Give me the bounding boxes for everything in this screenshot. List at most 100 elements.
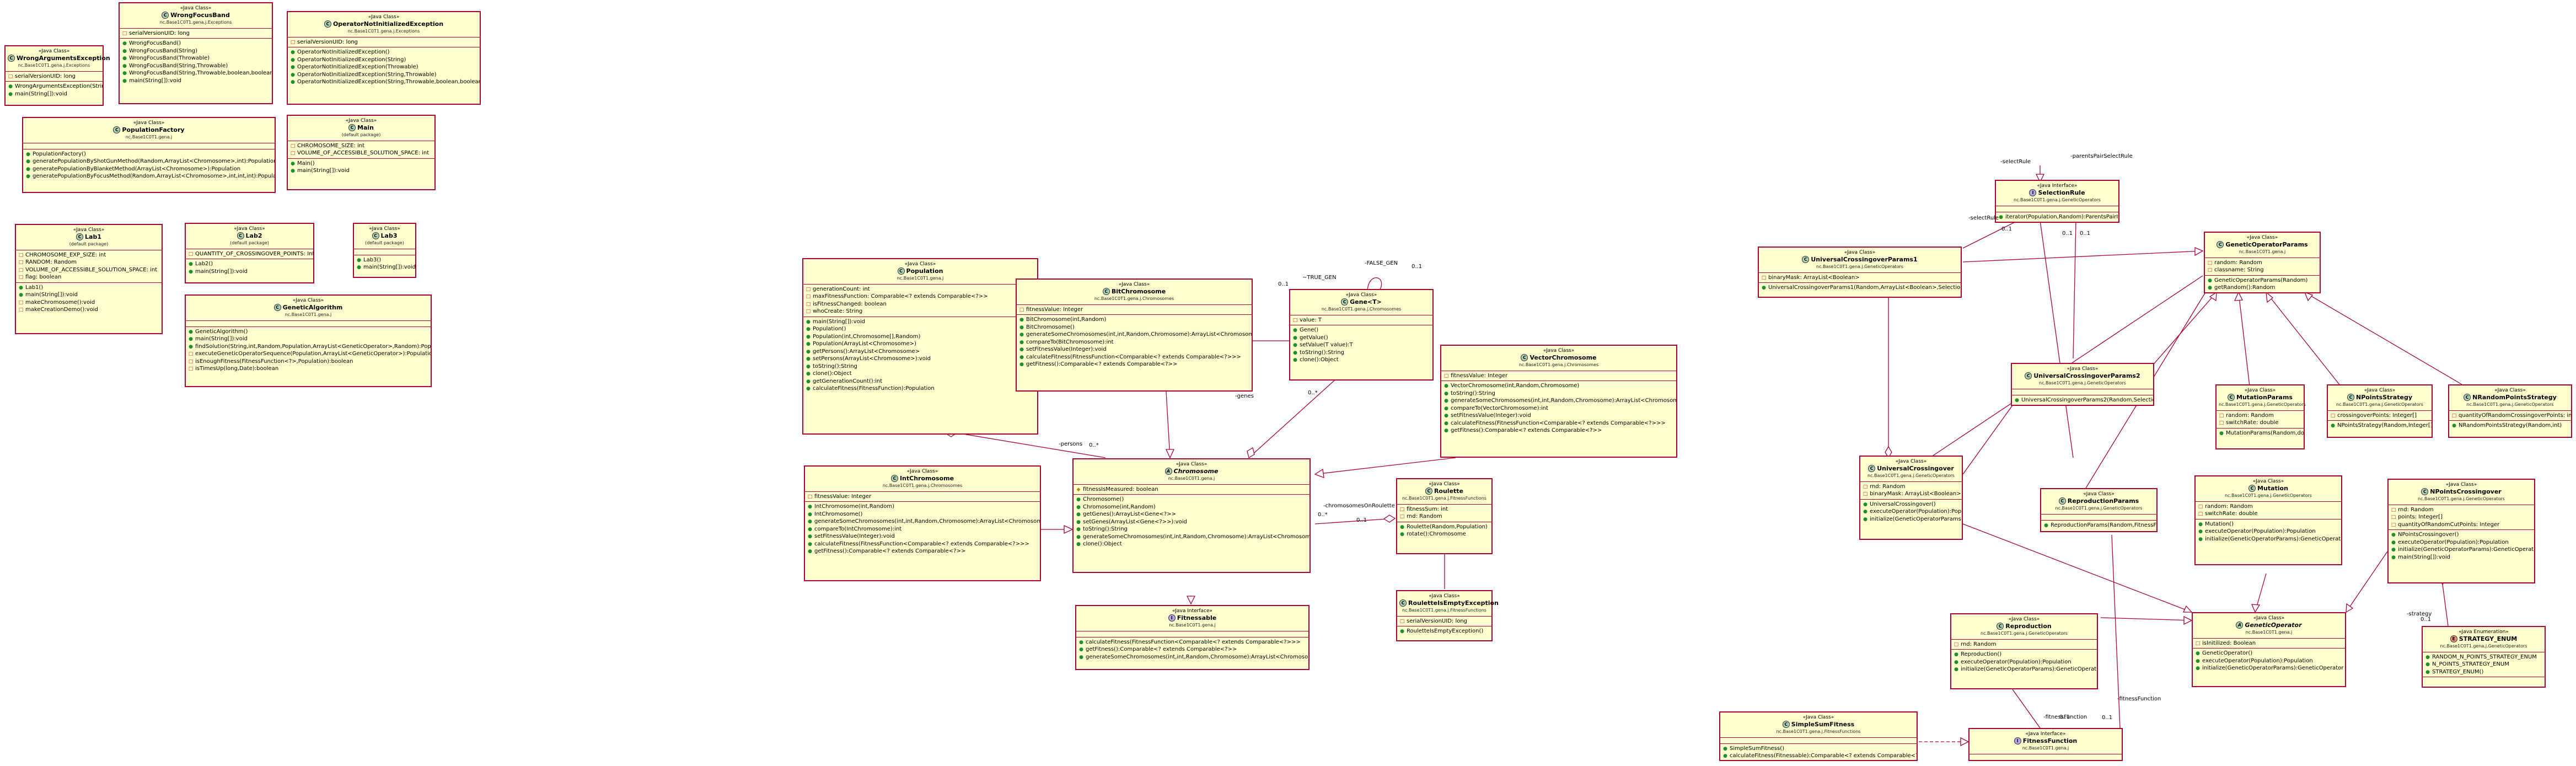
operation-row[interactable]: ●main(String[]):void — [2389, 554, 2534, 561]
operation-row[interactable]: ●executeOperator(Population):Population — [2193, 657, 2345, 665]
attribute-row[interactable]: □value: T — [1290, 317, 1432, 324]
operation-row[interactable]: ●WrongFocusBand(String,Throwable) — [120, 62, 272, 70]
operation-row[interactable]: ●getValue() — [1290, 334, 1432, 342]
attribute-row[interactable]: □binaryMask: ArrayList<Boolean> — [1860, 490, 1962, 498]
operation-row[interactable]: ●toString():String — [1441, 390, 1676, 398]
operation-row[interactable]: ●BitChromosome() — [1017, 324, 1252, 331]
operation-row[interactable]: ●Population(ArrayList<Chromosome>) — [803, 340, 1037, 348]
attribute-row[interactable]: □fitnessSum: int — [1397, 506, 1491, 513]
attribute-row[interactable]: □switchRate: double — [2217, 419, 2304, 427]
operation-row[interactable]: ●Chromosome(int,Random) — [1074, 503, 1310, 511]
operation-row[interactable]: ●setValue(T value):T — [1290, 341, 1432, 349]
operation-row[interactable]: ●getGenes():ArrayList<Gene<?>> — [1074, 511, 1310, 518]
operation-row[interactable]: ●executeOperator(Population):Population — [1860, 508, 1962, 516]
operation-row[interactable]: ●compareTo(VectorChromosome):int — [1441, 405, 1676, 413]
operation-row[interactable]: ●clone():Object — [803, 370, 1037, 378]
operation-row[interactable]: ●NPointsStrategy(Random,Integer[]) — [2328, 422, 2432, 430]
operation-row[interactable]: ●WrongFocusBand() — [120, 40, 272, 47]
attribute-row[interactable]: □serialVersionUID: long — [120, 30, 272, 38]
operation-row[interactable]: ●initialize(GeneticOperatorParams):Genet… — [1951, 666, 2097, 673]
attribute-row[interactable]: □QUANTITY_OF_CROSSINGOVER_POINTS: Intege… — [186, 250, 313, 258]
operation-row[interactable]: ●iterator(Population,Random):ParentsPair… — [1996, 213, 2118, 221]
operation-row[interactable]: ●MutationParams(Random,double) — [2217, 430, 2304, 437]
operation-row[interactable]: ●findSolution(String,int,Random,Populati… — [186, 343, 431, 351]
attribute-row[interactable]: □fitnessValue: Integer — [1017, 306, 1252, 314]
operation-row[interactable]: ●OperatorNotInitializedException(Throwab… — [288, 63, 480, 71]
operation-row[interactable]: ●RouletteIsEmptyException() — [1397, 628, 1491, 635]
operation-row[interactable]: ●generateSomeChromosomes(int,int,Random,… — [1441, 397, 1676, 405]
attribute-row[interactable]: □serialVersionUID: long — [6, 73, 103, 81]
operation-row[interactable]: ●generatePopulationByFocusMethod(Random,… — [23, 173, 275, 180]
attribute-row[interactable]: □whoCreate: String — [803, 308, 1037, 315]
operation-row[interactable]: ●toString():String — [1290, 349, 1432, 357]
operation-row[interactable]: ●GeneticOperatorParams(Random) — [2205, 277, 2320, 285]
operation-row[interactable]: □executeGeneticOperatorSequence(Populati… — [186, 350, 431, 358]
operation-row[interactable]: ●setGenes(ArrayList<Gene<?>>):void — [1074, 518, 1310, 526]
attribute-row[interactable]: □rnd: Random — [1860, 483, 1962, 491]
operation-row[interactable]: ●main(String[]):void — [354, 264, 415, 271]
operation-row[interactable]: ●calculateFitness(FitnessFunction<Compar… — [805, 540, 1040, 548]
operation-row[interactable]: ●generateSomeChromosomes(int,int,Random,… — [805, 518, 1040, 526]
operation-row[interactable]: ●setFitnessValue(Integer):void — [805, 533, 1040, 540]
operation-row[interactable]: ●ReproductionParams(Random,FitnessFuncti… — [2041, 522, 2156, 529]
attribute-row[interactable]: □isFitnessChanged: boolean — [803, 301, 1037, 308]
attribute-row[interactable]: □binaryMask: ArrayList<Boolean> — [1759, 274, 1961, 282]
operation-row[interactable]: ●OperatorNotInitializedException(String) — [288, 56, 480, 64]
operation-row[interactable]: ●generateSomeChromosomes(int,int,Random,… — [1017, 331, 1252, 339]
attribute-row[interactable]: □points: Integer[] — [2389, 513, 2534, 521]
operation-row[interactable]: ●main(String[]):void — [186, 268, 313, 276]
operation-row[interactable]: ●Main() — [288, 160, 434, 168]
attribute-row[interactable]: □classname: String — [2205, 266, 2320, 274]
attribute-row[interactable]: □flag: boolean — [16, 274, 162, 281]
operation-row[interactable]: ●getPersons():ArrayList<Chromosome> — [803, 348, 1037, 356]
operation-row[interactable]: ●main(String[]):void — [186, 335, 431, 343]
attribute-row[interactable]: □random: Random — [2205, 259, 2320, 267]
operation-row[interactable]: ●Roulette(Random,Population) — [1397, 523, 1491, 531]
operation-row[interactable]: ●compareTo(IntChromosome):int — [805, 526, 1040, 533]
attribute-row[interactable]: □quantityOfRandomCutPoints: Integer — [2389, 521, 2534, 529]
attribute-row[interactable]: □VOLUME_OF_ACCESSIBLE_SOLUTION_SPACE: in… — [288, 149, 434, 157]
operation-row[interactable]: ●main(String[]):void — [288, 167, 434, 175]
attribute-row[interactable]: □CHROMOSOME_EXP_SIZE: int — [16, 251, 162, 259]
attribute-row[interactable]: □generationCount: int — [803, 286, 1037, 293]
operation-row[interactable]: ●calculateFitness(FitnessFunction):Popul… — [803, 385, 1037, 393]
operation-row[interactable]: ●calculateFitness(Fitnessable):Comparabl… — [1720, 752, 1917, 760]
operation-row[interactable]: □isEnoughFitness(FitnessFunction<?>,Popu… — [186, 358, 431, 366]
operation-row[interactable]: ●generateSomeChromosomes(int,int,Random,… — [1074, 533, 1310, 541]
operation-row[interactable]: ●initialize(GeneticOperatorParams):Genet… — [2193, 665, 2345, 672]
operation-row[interactable]: ●getFitness():Comparable<? extends Compa… — [1076, 646, 1308, 653]
operation-row[interactable]: ●main(String[]):void — [16, 291, 162, 299]
attribute-row[interactable]: □rnd: Random — [1951, 641, 2097, 649]
operation-row[interactable]: ●main(String[]):void — [6, 90, 103, 98]
operation-row[interactable]: ●OperatorNotInitializedException(String,… — [288, 78, 480, 86]
operation-row[interactable]: ●Gene() — [1290, 326, 1432, 334]
operation-row[interactable]: ●UniversalCrossingoverParams2(Random,Sel… — [2012, 397, 2153, 404]
attribute-row[interactable]: □RANDOM: Random — [16, 259, 162, 266]
operation-row[interactable]: ●clone():Object — [1290, 356, 1432, 364]
attribute-row[interactable]: □fitnessValue: Integer — [1441, 372, 1676, 380]
attribute-row[interactable]: □VOLUME_OF_ACCESSIBLE_SOLUTION_SPACE: in… — [16, 266, 162, 274]
operation-row[interactable]: ●PopulationFactory() — [23, 151, 275, 158]
operation-row[interactable]: ●IntChromosome() — [805, 511, 1040, 518]
operation-row[interactable]: ●Lab1() — [16, 284, 162, 292]
operation-row[interactable]: ●getFitness():Comparable<? extends Compa… — [1017, 361, 1252, 368]
